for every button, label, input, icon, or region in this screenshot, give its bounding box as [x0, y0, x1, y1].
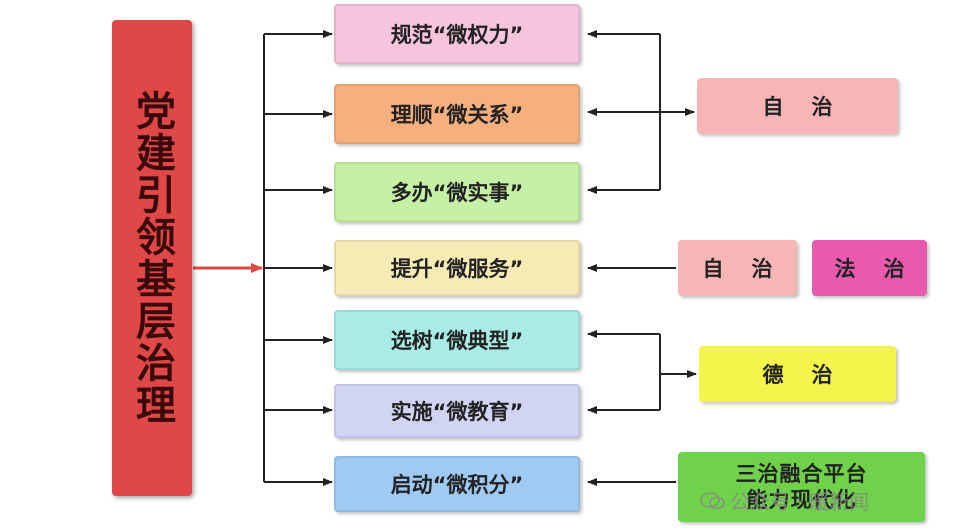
- rule-of-law: 法治: [812, 240, 927, 296]
- rule-of-virtue: 德治: [699, 346, 896, 402]
- watermark: 公众号 · 暖新闻: [700, 486, 869, 515]
- self-governance-mid-label: 自治: [702, 257, 801, 281]
- wechat-icon: [700, 491, 725, 509]
- rule-of-law-label: 法治: [834, 257, 933, 281]
- self-governance-top-label: 自治: [762, 95, 861, 119]
- platform-box: 三治融合平台 能力现代化: [678, 452, 925, 522]
- self-governance-top: 自治: [697, 78, 898, 134]
- measure-2: 理顺“微关系”: [334, 84, 580, 144]
- measure-4-label: 提升“微服务”: [390, 257, 524, 281]
- measure-4: 提升“微服务”: [334, 240, 580, 296]
- measure-2-label: 理顺“微关系”: [390, 103, 524, 127]
- measure-5-label: 选树“微典型”: [390, 329, 524, 353]
- measure-1: 规范“微权力”: [334, 4, 580, 64]
- root-node: 党建引领基层治理: [112, 20, 192, 496]
- measure-3-label: 多办“微实事”: [390, 181, 524, 205]
- watermark-text: 公众号 · 暖新闻: [730, 490, 870, 514]
- measure-5: 选树“微典型”: [334, 310, 580, 370]
- measure-1-label: 规范“微权力”: [390, 23, 524, 47]
- platform-line1: 三治融合平台: [735, 462, 868, 486]
- platform-line2: 能力现代化: [746, 488, 857, 512]
- root-label: 党建引领基层治理: [129, 90, 176, 426]
- self-governance-mid: 自治: [678, 240, 797, 296]
- rule-of-virtue-label: 德治: [762, 363, 861, 387]
- measure-7-label: 启动“微积分”: [390, 473, 524, 497]
- measure-3: 多办“微实事”: [334, 162, 580, 222]
- measure-6-label: 实施“微教育”: [390, 400, 524, 424]
- measure-7: 启动“微积分”: [334, 456, 580, 512]
- measure-6: 实施“微教育”: [334, 384, 580, 438]
